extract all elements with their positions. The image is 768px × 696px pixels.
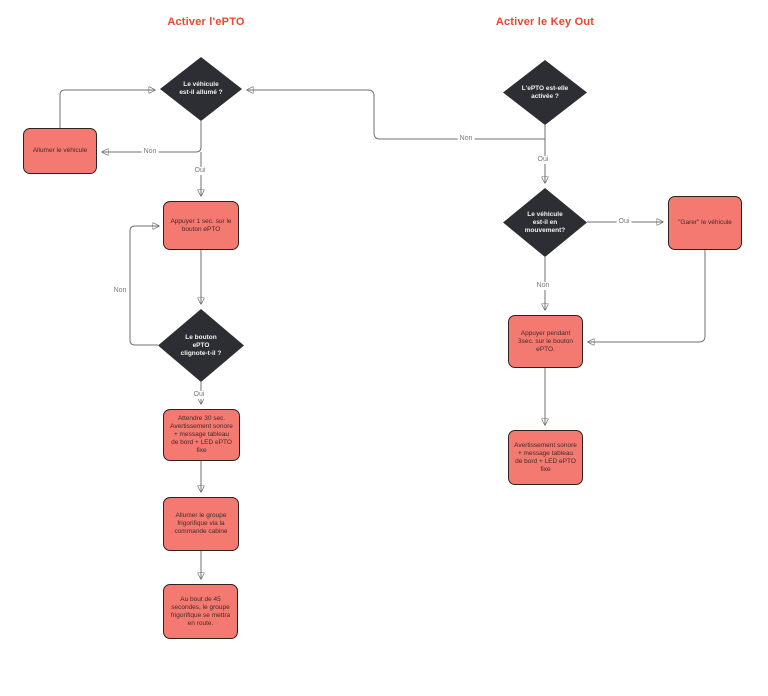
node-turn-on-vehicle: Allumer le véhicule [23,128,97,174]
decision-vehicle-moving-label: Le véhicule est-il en mouvement? [524,210,566,234]
edge-label-oui-2: Oui [191,391,207,399]
decision-vehicle-on-label: Le véhicule est-il allumé ? [179,81,223,96]
edge-l1-non-to-allumer [102,121,202,152]
node-after-45s: Au bout de 45 secondes, le groupe frigor… [163,584,238,639]
edge-allumer-loop-to-l1 [59,90,155,128]
edge-label-non-4: Non [534,282,552,290]
edge-label-oui-4: Oui [616,218,632,226]
decision-button-blinks-label: Le bouton ePTO clignote-t-il ? [180,333,222,357]
edge-label-non-1: Non [141,148,159,156]
node-press-button-1s: Appuyer 1 sec. sur le bouton ePTO [163,201,239,250]
node-park-vehicle: "Garer" le véhicule [668,196,742,250]
node-press-button-3s: Appuyer pendant 3sec. sur le bouton ePTO… [508,315,583,368]
edge-r1-non-to-l1 [247,90,545,140]
edge-label-non-2: Non [111,287,129,295]
edge-garer-to-press3s [588,250,706,342]
node-wait-30s: Attendre 30 sec. Avertissement sonore + … [163,409,240,461]
edge-l2-non-loop-to-press [129,226,159,346]
node-start-fridge-unit: Allumer le groupe frigorifique via la co… [163,497,239,551]
edge-label-oui-1: Oui [192,167,208,175]
left-chart-title: Activer l'ePTO [167,16,245,28]
right-chart-title: Activer le Key Out [495,16,595,28]
edge-label-oui-3: Oui [535,156,551,164]
edge-label-non-3: Non [457,135,475,143]
decision-epto-active-label: L'ePTO est-elle activée ? [521,84,569,100]
node-warning-feedback: Avertissement sonore + message tableau d… [508,430,583,485]
